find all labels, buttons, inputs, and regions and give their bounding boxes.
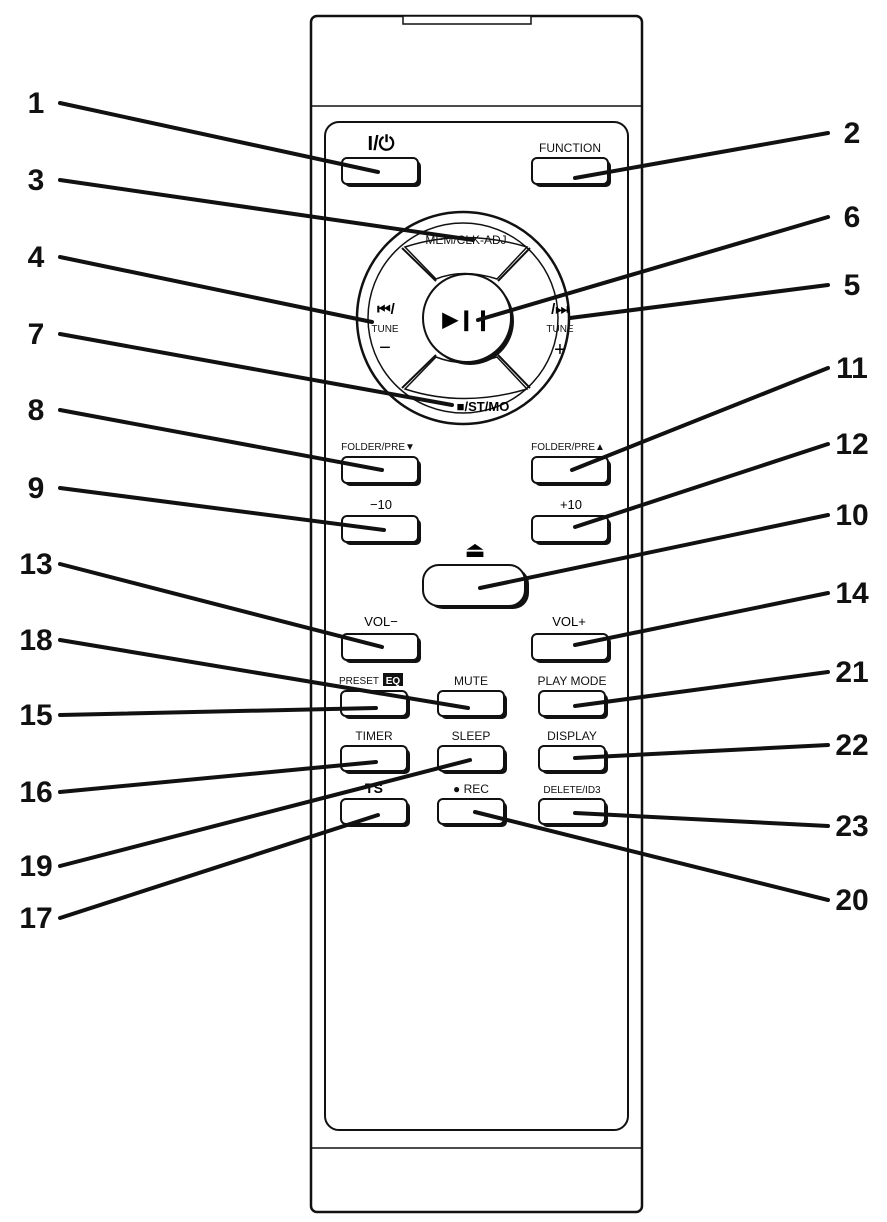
next-icon: /⏭ [551,301,569,318]
play-pause-icon: ▶❙❙ [442,309,492,332]
mem-clk-adj-button[interactable] [403,236,529,280]
callout-23: 23 [835,810,868,843]
callout-10: 10 [835,499,868,532]
vol-minus-label: VOL− [364,614,398,629]
sleep-label: SLEEP [452,729,491,743]
callout-20: 20 [835,884,868,917]
function-label: FUNCTION [539,141,601,155]
play-mode-label: PLAY MODE [538,674,607,688]
callout-8: 8 [28,394,45,427]
tune-plus-label: + [554,339,566,361]
display-label: DISPLAY [547,729,597,743]
eq-badge [383,673,403,686]
callout-3: 3 [28,164,45,197]
stop-button[interactable] [403,356,529,400]
callout-4: 4 [28,241,45,274]
tune-minus-label: − [379,337,391,359]
callout-16: 16 [19,776,52,809]
folder-pre-down-label: FOLDER/PRE▼ [341,442,415,453]
eq-label: EQ [386,676,401,687]
callout-15: 15 [19,699,52,732]
callout-19: 19 [19,850,52,883]
prev-icon: ⏮/ [377,301,396,318]
callout-18: 18 [19,624,52,657]
callout-14: 14 [835,577,869,610]
plus-10-label: +10 [560,497,582,512]
leader-lines [58,101,830,920]
power-label: I/⏻ [368,133,395,155]
callout-6: 6 [844,201,861,234]
callout-2: 2 [844,117,861,150]
timer-label: TIMER [355,729,393,743]
callout-17: 17 [19,902,52,935]
preset-label: PRESET [339,676,379,687]
timer-button[interactable] [340,745,408,772]
mute-label: MUTE [454,674,488,688]
delete-id3-button[interactable] [538,798,606,825]
remote-body [309,14,644,1214]
vol-plus-button[interactable] [531,633,609,661]
tune-left-label: TUNE [371,324,399,335]
rec-button[interactable] [437,798,505,825]
callout-1: 1 [28,87,45,120]
ts-button[interactable] [340,798,408,825]
rec-label: ● REC [453,782,489,796]
folder-pre-up-label: FOLDER/PRE▲ [531,442,605,453]
minus-10-label: −10 [370,497,392,512]
eject-button[interactable] [422,564,526,607]
callout-7: 7 [28,318,45,351]
callout-numbers: 1 2 3 4 5 6 7 8 9 10 11 12 13 14 15 16 1… [19,87,869,935]
vol-plus-label: VOL+ [552,614,586,629]
function-button[interactable] [531,157,609,185]
power-button[interactable] [341,157,419,185]
callout-11: 11 [836,352,868,385]
callout-21: 21 [835,656,868,689]
nav-ring [355,210,571,426]
delete-id3-label: DELETE/ID3 [543,785,601,796]
callout-5: 5 [844,269,861,302]
callout-13: 13 [19,548,52,581]
tune-right-label: TUNE [546,324,574,335]
stop-st-mo-label: ■/ST/MO [457,399,510,414]
callout-12: 12 [835,428,868,461]
callout-9: 9 [28,472,45,505]
eject-icon: ⏏ [465,537,486,562]
callout-22: 22 [835,729,868,762]
display-button[interactable] [538,745,606,772]
